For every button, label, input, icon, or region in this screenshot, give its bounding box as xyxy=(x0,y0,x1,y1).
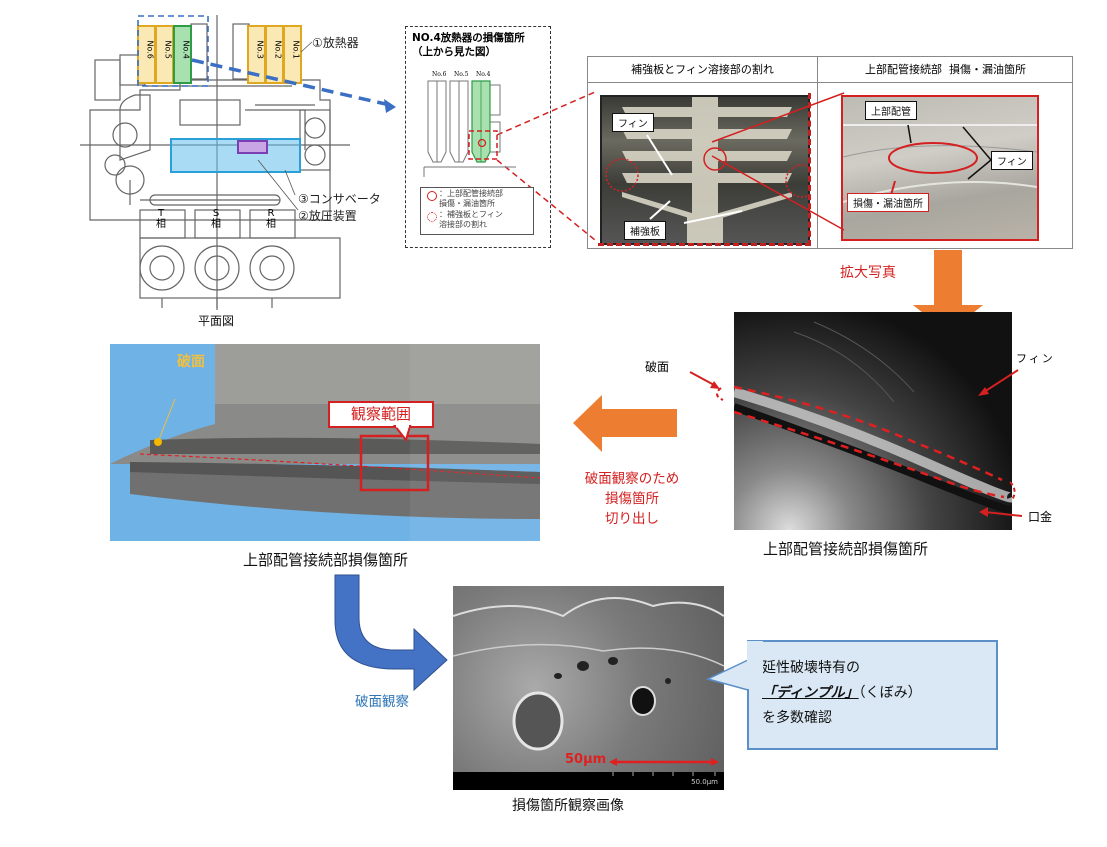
plan-to-detail-arrowhead xyxy=(384,99,396,113)
specimen-fracture-label: 破面 xyxy=(177,354,205,370)
radiator-no4: No.4 xyxy=(181,40,191,59)
plan-view-diagram: No.6 No.5 No.4 No.3 No.2 No.1 ①放熱器 ③コンサベ… xyxy=(80,10,381,330)
reinforcing-plate-label: 補強板 xyxy=(624,221,666,240)
pressure-relief-highlight xyxy=(237,140,268,154)
weld-crack-dashed-frame xyxy=(598,93,811,246)
fin-label-2: フィン xyxy=(991,151,1033,170)
closeup-cap-label: 口金 xyxy=(1028,510,1053,524)
callout-line3: を多数確認 xyxy=(762,710,832,726)
closeup-photo-drawing xyxy=(734,321,1012,515)
enlarge-arrow-label: 拡大写真 xyxy=(840,265,896,281)
sem-image: 50μm 50.0μm xyxy=(453,586,724,790)
detail-legend: ：上部配管接続部 損傷・漏油箇所 ：補強板とフィン 溶接部の割れ xyxy=(420,187,534,235)
callout-dimple-note: （くぼみ） xyxy=(858,685,922,701)
observation-range-callout: 観察範囲 xyxy=(328,401,434,428)
conservator-highlight xyxy=(170,138,301,173)
callout-dimple-emphasis: 「ディンプル」 xyxy=(762,685,859,701)
table-divider xyxy=(817,83,818,249)
radiator-no2: No.2 xyxy=(273,40,283,59)
sem-scale-bar-text: 50.0μm xyxy=(691,778,718,786)
photo-table-header-crack: 補強板とフィン溶接部の割れ xyxy=(588,57,818,83)
radiator-no1: No.1 xyxy=(291,40,301,59)
conservator-label: ③コンサベータ xyxy=(298,192,381,206)
cut-left-arrow xyxy=(573,395,677,452)
observation-callout-pointer xyxy=(392,424,412,443)
specimen-photo: 破面 観察範囲 xyxy=(110,344,540,541)
closeup-fin-label: フィン xyxy=(1016,352,1055,365)
detail-title-line1: NO.4放熱器の損傷箇所 xyxy=(412,32,525,44)
cut-arrow-label-line3: 切り出し xyxy=(605,511,659,527)
sem-image-drawing xyxy=(453,597,724,790)
detail-view-panel: NO.4放熱器の損傷箇所 （上から見た図） No.6 No.5 No.4 ：上部… xyxy=(405,26,551,248)
cut-arrow-label-line2: 損傷箇所 xyxy=(605,491,659,507)
sem-image-caption: 損傷箇所観察画像 xyxy=(512,798,624,814)
dotted-circle-icon xyxy=(427,212,437,222)
cut-arrow-label-line1: 破面観察のため xyxy=(584,471,680,487)
phase-s-label: S 相 xyxy=(211,208,221,230)
callout-line1: 延性破壊特有の xyxy=(762,660,860,676)
callout-line2: 「ディンプル」（くぼみ） xyxy=(762,681,996,706)
selection-box xyxy=(137,15,209,87)
plan-view-drawing xyxy=(80,15,350,310)
photo-table: 補強板とフィン溶接部の割れ 上部配管接続部 損傷・漏油箇所 フィン 補強板 xyxy=(587,56,1073,249)
damage-leak-label: 損傷・漏油箇所 xyxy=(847,193,929,212)
specimen-photo-drawing xyxy=(110,344,540,541)
radiator-no5: No.5 xyxy=(163,40,173,59)
fin-label: フィン xyxy=(612,113,654,132)
phase-t-label: T 相 xyxy=(156,208,166,230)
phase-r-label: R 相 xyxy=(266,208,276,230)
detail-title-line2: （上から見た図） xyxy=(412,46,496,58)
specimen-photo-caption: 上部配管接続部損傷箇所 xyxy=(243,551,409,569)
pressure-relief-label: ②放圧装置 xyxy=(298,209,357,223)
upper-pipe-label: 上部配管 xyxy=(865,101,917,120)
detail-radiator-no4: No.4 xyxy=(476,71,491,78)
plan-view-caption: 平面図 xyxy=(198,314,235,328)
pipe-leak-photo: 上部配管 フィン 損傷・漏油箇所 xyxy=(841,95,1039,241)
observe-bent-arrow xyxy=(334,574,448,692)
photo-table-header-leak: 上部配管接続部 損傷・漏油箇所 xyxy=(818,57,1073,83)
radiator-label: ①放熱器 xyxy=(312,36,359,50)
closeup-fracture-label: 破面 xyxy=(645,360,670,374)
radiator-no3: No.3 xyxy=(255,40,265,59)
sem-scale-label: 50μm xyxy=(565,752,607,767)
observation-range-label: 観察範囲 xyxy=(350,405,411,423)
legend-item-damage: ：上部配管接続部 損傷・漏油箇所 xyxy=(439,189,503,208)
legend-item-crack: ：補強板とフィン 溶接部の割れ xyxy=(439,210,503,229)
solid-circle-icon xyxy=(427,191,437,201)
observe-arrow-label: 破面観察 xyxy=(355,694,409,710)
dimple-callout: 延性破壊特有の 「ディンプル」（くぼみ） を多数確認 xyxy=(747,640,998,750)
closeup-photo-caption: 上部配管接続部損傷箇所 xyxy=(763,540,929,558)
detail-radiator-no5: No.5 xyxy=(454,71,469,78)
detail-drawing xyxy=(423,80,516,177)
radiator-no6: No.6 xyxy=(145,40,155,59)
closeup-photo xyxy=(734,312,1012,530)
callout-pointer-joint xyxy=(747,641,763,689)
detail-radiator-no6: No.6 xyxy=(432,71,447,78)
